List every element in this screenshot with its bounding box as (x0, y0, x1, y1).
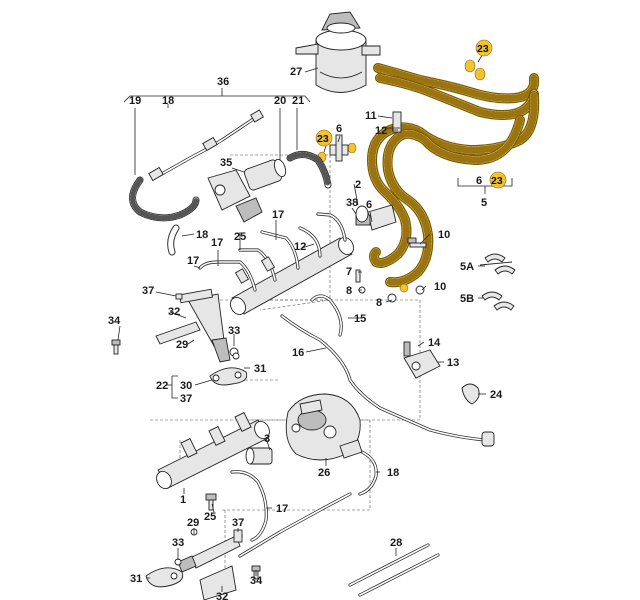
label-38: 38 (346, 197, 358, 209)
label-7-top: 6 (366, 199, 372, 211)
label-32-bottom: 32 (216, 591, 228, 600)
label-17-a: 17 (272, 209, 284, 221)
injector-clamp-upper[interactable] (209, 367, 248, 386)
label-23-right: 23 (491, 175, 503, 187)
label-11: 11 (365, 110, 377, 122)
label-8-left: 8 (346, 285, 352, 297)
label-18-bottom: 18 (387, 467, 399, 479)
label-29-top: 29 (176, 339, 188, 351)
label-15: 15 (354, 313, 366, 325)
injector-clamp-lower[interactable] (145, 567, 184, 588)
label-18-top: 18 (162, 95, 174, 107)
label-7: 7 (346, 266, 352, 278)
label-18-left: 18 (196, 229, 208, 241)
fuel-pipe-18-long[interactable] (238, 492, 352, 558)
label-6-right: 6 (476, 175, 482, 187)
label-17-d: 17 (276, 503, 288, 515)
label-34-top: 34 (108, 315, 121, 327)
fuel-pipe-15[interactable] (310, 294, 343, 337)
fuel-injector-upper[interactable] (155, 288, 239, 363)
label-32-top: 32 (168, 306, 180, 318)
label-37-bottom: 37 (232, 517, 244, 529)
label-34-bottom: 34 (250, 575, 263, 587)
fuel-pressure-regulator[interactable] (207, 158, 288, 223)
label-17-c: 17 (187, 255, 199, 267)
fuel-pipe-16[interactable] (280, 314, 495, 447)
t-piece-connector[interactable] (329, 111, 402, 162)
label-5: 5 (481, 197, 487, 209)
label-30: 30 (180, 380, 192, 392)
label-28: 28 (390, 537, 402, 549)
clip-24[interactable] (461, 383, 480, 405)
label-19: 19 (129, 95, 141, 107)
high-pressure-pump[interactable] (285, 393, 363, 461)
hose-clip-5a[interactable] (479, 253, 516, 275)
label-33-top: 33 (228, 325, 240, 337)
fuel-rail-lower[interactable] (154, 412, 272, 492)
label-5a: 5A (460, 261, 474, 273)
label-8-right: 8 (376, 297, 382, 309)
pressure-control-valve[interactable] (245, 447, 273, 465)
label-5b: 5B (460, 293, 474, 305)
label-1: 1 (180, 494, 186, 506)
fuel-pipe-18-lower[interactable] (358, 450, 378, 496)
label-16: 16 (292, 347, 304, 359)
label-21: 21 (292, 95, 304, 107)
label-31-top: 31 (254, 363, 266, 375)
label-14: 14 (428, 337, 441, 349)
label-29-bottom: 29 (187, 517, 199, 529)
rail-pressure-sensor[interactable] (355, 204, 397, 231)
label-10-bottom: 10 (434, 281, 446, 293)
label-36: 36 (217, 76, 229, 88)
label-25-bottom: 25 (204, 511, 216, 523)
label-35: 35 (220, 157, 232, 169)
label-22: 22 (156, 380, 168, 392)
label-12-mid: 12 (294, 241, 306, 253)
part-labels: 36 19 18 20 21 27 11 12 35 2 18 17 25 17… (108, 66, 503, 600)
label-17-b: 17 (211, 237, 223, 249)
label-6-left: 6 (336, 123, 342, 135)
label-2: 2 (355, 179, 361, 191)
label-26: 26 (318, 467, 330, 479)
label-10-top: 10 (438, 229, 450, 241)
label-23-top: 23 (477, 43, 489, 55)
label-27: 27 (290, 66, 302, 78)
label-13: 13 (447, 357, 459, 369)
hose-clip-5b[interactable] (481, 291, 515, 311)
label-37-mid: 37 (180, 393, 192, 405)
fuel-return-hose-highlighted[interactable] (367, 63, 540, 288)
label-31-bottom: 31 (130, 573, 142, 585)
fuel-pipe-17-lower[interactable] (230, 470, 268, 542)
highlighted-labels: 23 23 6 6 23 5 (315, 39, 507, 209)
label-23-left: 23 (317, 133, 329, 145)
label-3: 3 (264, 433, 270, 445)
fuel-injector-lower[interactable] (177, 535, 241, 600)
fuel-lines-28[interactable] (348, 543, 440, 597)
label-24: 24 (490, 389, 503, 401)
fuel-rail-upper[interactable] (198, 212, 357, 317)
leader-lines (117, 51, 513, 592)
label-33-bottom: 33 (172, 537, 184, 549)
label-20: 20 (274, 95, 286, 107)
label-12-top: 12 (375, 125, 387, 137)
fuel-filter[interactable] (295, 11, 381, 93)
fuel-line-assembly-36[interactable] (129, 109, 332, 256)
label-37-top: 37 (142, 285, 154, 297)
label-25-top: 25 (234, 231, 246, 243)
bracket-13[interactable] (403, 341, 441, 379)
